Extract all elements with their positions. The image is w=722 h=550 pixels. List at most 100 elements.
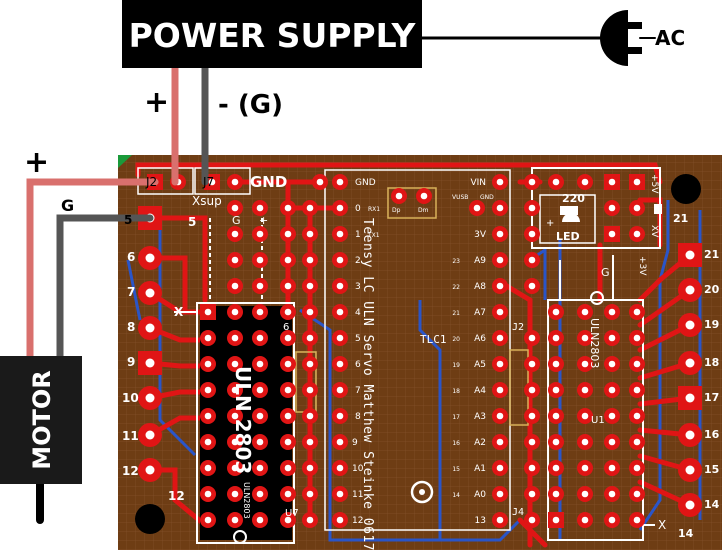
j2-label: J2 [145, 175, 157, 189]
teensy-number-label: 17 [452, 414, 460, 421]
teensy-tlc-label: TLC1 [420, 333, 447, 346]
v5-label: +5V [649, 174, 659, 194]
teensy-number-label: 15 [452, 466, 460, 473]
teensy-pin-label: 7 [355, 386, 361, 396]
resistor [560, 206, 578, 215]
left-pin-label: 9 [127, 355, 135, 369]
teensy-pin-label: 4 [355, 308, 361, 318]
uln-left-plus: + [259, 214, 268, 227]
teensy-pin-label: 0 [355, 204, 361, 214]
teensy-left-pin-labels: GND 0 1 2 3 4 5 6 7 8 9 10 11 12 RX1 TX1… [352, 178, 494, 526]
right-pin-label: 20 [704, 283, 720, 296]
right-pin-labels: 21 20 19 18 17 16 15 14 21 14 [673, 212, 720, 540]
teensy-board-label: Teensy LC ULN Servo Matthew Steinke 0617 [360, 218, 375, 550]
teensy-number-label: 21 [452, 310, 460, 317]
teensy-rx1-label: RX1 [368, 206, 380, 213]
uln-right-label: ULN2803 [588, 318, 601, 368]
left-x-label: X [174, 305, 184, 319]
ac-label: AC [655, 26, 685, 50]
uln-right-ref: U1 [591, 415, 605, 426]
teensy-number-label: 22 [452, 284, 460, 291]
teensy-pin-label: 2 [355, 256, 361, 266]
teensy-pin-label: A4 [474, 386, 486, 396]
power-supply-box [122, 0, 422, 68]
jumper-pad [654, 204, 662, 214]
left-pin-5-label: 5 [188, 215, 196, 229]
teensy-pin-label: A9 [474, 256, 486, 266]
ac-plug-icon [600, 10, 642, 66]
mounting-hole-top-right [671, 174, 701, 204]
teensy-number-label: 20 [452, 336, 460, 343]
teensy-pin-label: A3 [474, 412, 486, 422]
teensy-pin-label: A5 [474, 360, 486, 370]
teensy-dp-label: Dp [392, 207, 401, 214]
via-ring [590, 291, 604, 305]
right-pin-label: 16 [704, 428, 720, 441]
supply-minus-label: - (G) [218, 90, 283, 120]
mounting-hole-bottom-left [135, 504, 165, 534]
teensy-labels: Teensy LC ULN Servo Matthew Steinke 0617… [360, 218, 524, 550]
teensy-gnd-small-label: GND [480, 194, 494, 201]
teensy-fiducial [410, 480, 434, 504]
left-pin-label: 8 [127, 320, 135, 334]
gnd-label: GND [250, 173, 287, 191]
motor-box [0, 356, 82, 484]
v3-label: +3V [637, 256, 647, 276]
teensy-pin-label: 1 [355, 230, 361, 240]
motor-g-label: G [61, 196, 74, 215]
resistor-label: 220 [562, 192, 585, 205]
teensy-pin-label: 5 [355, 334, 361, 344]
left-bottom-pin-label: 12 [168, 489, 185, 503]
xv-label: XV [649, 225, 659, 238]
right-pin-label: 14 [704, 498, 720, 511]
uln-left-small-label: ULN2803 [242, 482, 251, 519]
teensy-pin-label: A0 [474, 490, 486, 500]
left-pin-label: 10 [122, 391, 139, 405]
left-pin-label: 11 [122, 429, 139, 443]
teensy-number-label: 19 [452, 362, 460, 369]
teensy-tx1-label: TX1 [367, 232, 380, 239]
teensy-number-label: 23 [452, 258, 460, 265]
via-ring-bottom [233, 530, 247, 544]
teensy-pin-label: A2 [474, 438, 486, 448]
teensy-pin-label: 3 [355, 282, 361, 292]
teensy-pin-label: A8 [474, 282, 486, 292]
power-supply-label: POWER SUPPLY [129, 16, 417, 55]
led-label: LED [556, 230, 580, 243]
connector-labels: J2 J7 Xsup GND [145, 173, 287, 208]
teensy-pin-label: A7 [474, 308, 486, 318]
right-top-pin-label: 21 [673, 212, 688, 225]
right-pin-label: 18 [704, 356, 719, 369]
left-pin-label: 12 [122, 464, 139, 478]
uln-left-main-label: ULN 2803 [231, 366, 255, 474]
teensy-pin-label: A1 [474, 464, 486, 474]
right-pin-label: 17 [704, 391, 719, 404]
uln-right-g: G [601, 266, 610, 279]
uln-left-6: 6 [283, 322, 289, 333]
motor-plus-label: + [24, 145, 49, 180]
teensy-pin-label: 12 [352, 516, 363, 526]
teensy-j4-label: J4 [512, 507, 524, 518]
teensy-pin-label: A6 [474, 334, 486, 344]
uln-left-labels: ULN 2803 ULN2803 U7 G + 6 [231, 214, 299, 519]
teensy-number-label: 16 [452, 440, 460, 447]
led-symbol [562, 213, 580, 222]
teensy-vusb-label: VUSB [452, 194, 468, 201]
teensy-j2-label: J2 [512, 322, 524, 333]
motor-label: MOTOR [28, 370, 56, 470]
teensy-pin-label: 10 [352, 464, 364, 474]
board-corner-marker [118, 155, 132, 168]
teensy-dm-label: Dm [418, 207, 429, 214]
supply-plus-label: + [144, 85, 169, 120]
right-pin-label: 19 [704, 318, 719, 331]
teensy-pin-label: 3V [474, 230, 487, 240]
led-plus-label: + [546, 218, 554, 229]
external-wires [26, 36, 656, 524]
uln-left-ref: U7 [285, 508, 299, 519]
teensy-number-label: 18 [452, 388, 460, 395]
uln-left-g: G [232, 214, 241, 227]
uln-right-labels: ULN2803 U1 G X [588, 266, 666, 532]
j7-label: J7 [202, 175, 214, 189]
teensy-pin-label: 6 [355, 360, 361, 370]
